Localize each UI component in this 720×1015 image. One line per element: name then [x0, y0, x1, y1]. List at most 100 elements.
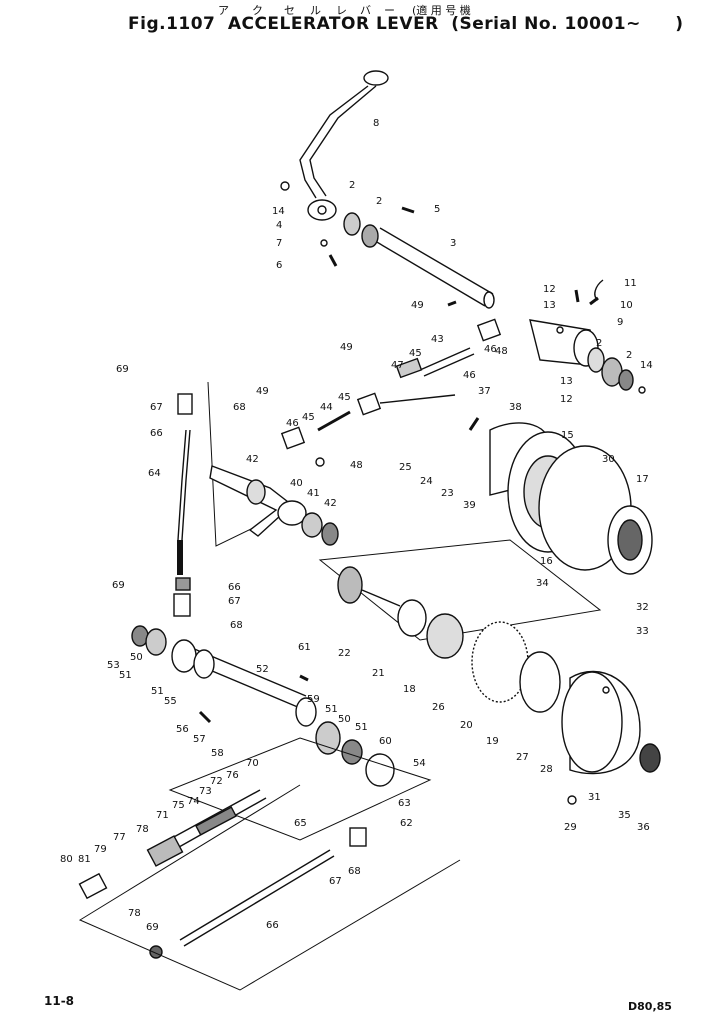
- callout: 21: [372, 668, 385, 679]
- callout: 51: [119, 670, 132, 681]
- callout: 26: [432, 702, 445, 713]
- callout: 67: [228, 596, 241, 607]
- callout: 63: [398, 798, 411, 809]
- callout: 36: [637, 822, 650, 833]
- callout: 51: [151, 686, 164, 697]
- callout: 51: [355, 722, 368, 733]
- serial-close: ): [675, 14, 684, 34]
- callout: 69: [116, 364, 129, 375]
- callout: 58: [211, 748, 224, 759]
- callout: 67: [150, 402, 163, 413]
- callout: 2: [596, 338, 602, 349]
- callout: 39: [463, 500, 476, 511]
- callout: 64: [148, 468, 161, 479]
- callout: 48: [495, 346, 508, 357]
- serial-number: (Serial No. 10001~: [451, 14, 641, 34]
- callout: 45: [302, 412, 315, 423]
- callout: 35: [618, 810, 631, 821]
- callout: 18: [403, 684, 416, 695]
- callout: 69: [146, 922, 159, 933]
- callout: 31: [588, 792, 601, 803]
- callout: 50: [130, 652, 143, 663]
- callout: 80: [60, 854, 73, 865]
- callout: 14: [272, 206, 285, 217]
- callout: 70: [246, 758, 259, 769]
- callout: 68: [233, 402, 246, 413]
- callout: 66: [150, 428, 163, 439]
- callout: 44: [320, 402, 333, 413]
- lever-arm-part: [529, 279, 646, 394]
- callout: 40: [290, 478, 303, 489]
- callout: 3: [450, 238, 456, 249]
- page-number: 11-8: [44, 994, 75, 1008]
- callout: 20: [460, 720, 473, 731]
- cross-shaft-part: [131, 625, 432, 841]
- callout: 62: [400, 818, 413, 829]
- title-text: ACCELERATOR LEVER: [227, 14, 439, 34]
- callout: 32: [636, 602, 649, 613]
- callout: 71: [156, 810, 169, 821]
- callout-labels: 8 2 2 5 14 4 7 6 3 12 11 13 10 9 49 48 2…: [60, 118, 653, 933]
- callout: 49: [340, 342, 353, 353]
- callout: 6: [276, 260, 282, 271]
- callout: 49: [256, 386, 269, 397]
- callout: 14: [640, 360, 653, 371]
- governor-housing-part: [468, 417, 653, 575]
- bellcrank-part: [209, 465, 339, 546]
- callout: 38: [509, 402, 522, 413]
- callout: 34: [536, 578, 549, 589]
- callout: 68: [348, 866, 361, 877]
- callout: 46: [463, 370, 476, 381]
- linkage-rod-part: [280, 300, 502, 467]
- callout: 24: [420, 476, 433, 487]
- callout: 75: [172, 800, 185, 811]
- callout: 10: [620, 300, 633, 311]
- callout: 78: [128, 908, 141, 919]
- callout: 81: [78, 854, 91, 865]
- callout: 13: [560, 376, 573, 387]
- callout: 74: [187, 796, 200, 807]
- callout: 59: [307, 694, 320, 705]
- callout: 55: [164, 696, 177, 707]
- callout: 73: [199, 786, 212, 797]
- callout: 79: [94, 844, 107, 855]
- callout: 78: [136, 824, 149, 835]
- callout: 66: [228, 582, 241, 593]
- callout: 11: [624, 278, 637, 289]
- callout: 5: [434, 204, 440, 215]
- callout: 8: [373, 118, 379, 129]
- callout: 15: [561, 430, 574, 441]
- callout: 2: [626, 350, 632, 361]
- main-shaft-assembly-part: [318, 539, 661, 805]
- callout: 37: [478, 386, 491, 397]
- callout: 4: [276, 220, 282, 231]
- callout: 54: [413, 758, 426, 769]
- callout: 30: [602, 454, 615, 465]
- callout: 61: [298, 642, 311, 653]
- callout: 60: [379, 736, 392, 747]
- callout: 66: [266, 920, 279, 931]
- callout: 16: [540, 556, 553, 567]
- lever-knob-part: [280, 70, 389, 267]
- callout: 57: [193, 734, 206, 745]
- callout: 50: [338, 714, 351, 725]
- vertical-rod-part: [173, 381, 291, 617]
- callout: 56: [176, 724, 189, 735]
- callout: 17: [636, 474, 649, 485]
- callout: 33: [636, 626, 649, 637]
- applicability-label: (適 用 号 機: [412, 4, 471, 17]
- callout: 45: [409, 348, 422, 359]
- model-code: D80,85: [628, 1000, 672, 1013]
- callout: 2: [376, 196, 382, 207]
- lower-linkage-part: [78, 784, 461, 991]
- callout: 77: [113, 832, 126, 843]
- callout: 49: [411, 300, 424, 311]
- callout: 12: [543, 284, 556, 295]
- callout: 41: [307, 488, 320, 499]
- callout: 28: [540, 764, 553, 775]
- page-title: Fig.1107 ACCELERATOR LEVER (Serial No. 1…: [128, 14, 690, 34]
- callout: 19: [486, 736, 499, 747]
- callout: 48: [350, 460, 363, 471]
- callout: 22: [338, 648, 351, 659]
